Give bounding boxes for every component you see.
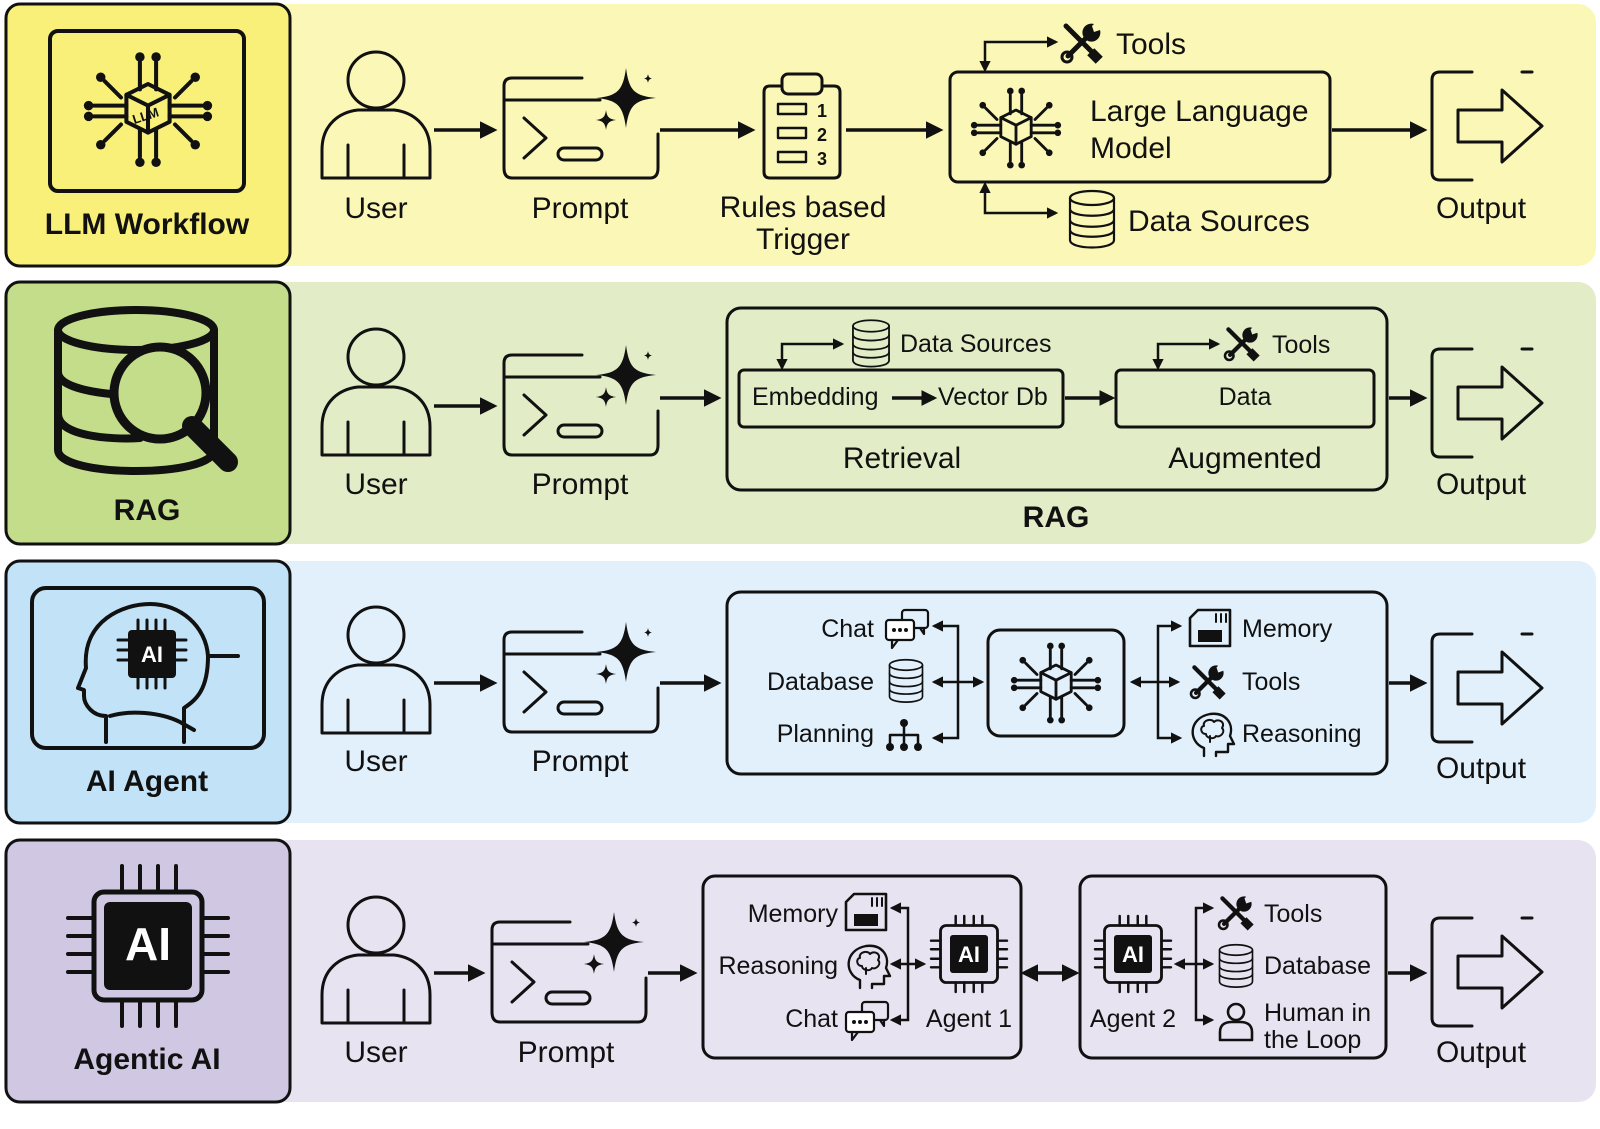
data-sources-label: Data Sources bbox=[1128, 205, 1310, 238]
svg-text:1: 1 bbox=[817, 101, 827, 121]
human-label-line2: the Loop bbox=[1264, 1026, 1361, 1054]
agent2-container bbox=[1078, 874, 1388, 1060]
model-label-line1: Large Language bbox=[1090, 95, 1309, 128]
vector-db-label: Vector Db bbox=[938, 383, 1048, 411]
agent1-label: Agent 1 bbox=[926, 1005, 1012, 1033]
agent-core-box bbox=[986, 628, 1126, 738]
user-label: User bbox=[344, 468, 407, 501]
agent1-chip-text: AI bbox=[958, 942, 980, 967]
agent-container bbox=[725, 590, 1389, 776]
prompt-label: Prompt bbox=[532, 468, 629, 501]
output-label: Output bbox=[1436, 468, 1527, 501]
agent2-chip-text: AI bbox=[1122, 942, 1144, 967]
user-label: User bbox=[344, 745, 407, 778]
row-band bbox=[4, 840, 1596, 1102]
memory-label: Memory bbox=[1242, 615, 1333, 643]
row-badge-panel bbox=[4, 2, 292, 268]
retrieval-box bbox=[737, 368, 1065, 429]
row-rag bbox=[4, 280, 1596, 546]
user-label: User bbox=[344, 192, 407, 225]
tools-link bbox=[979, 36, 1059, 73]
svg-text:3: 3 bbox=[817, 149, 827, 169]
agent2-label: Agent 2 bbox=[1090, 1005, 1176, 1033]
reasoning-label: Reasoning bbox=[718, 952, 838, 980]
prompt-label: Prompt bbox=[532, 192, 629, 225]
ai-head-icon: AI bbox=[30, 586, 266, 750]
tools-label: Tools bbox=[1242, 668, 1300, 696]
tools-label: Tools bbox=[1116, 28, 1186, 61]
outputs-bracket bbox=[1156, 620, 1183, 744]
ai-chip-text: AI bbox=[141, 642, 163, 667]
clipboard-icon: 1 2 3 bbox=[762, 72, 842, 180]
database-label: Database bbox=[767, 668, 874, 696]
augmented-label: Augmented bbox=[1168, 442, 1321, 475]
augmented-box bbox=[1114, 368, 1376, 429]
output-label: Output bbox=[1436, 752, 1527, 785]
trigger-label-line1: Rules based bbox=[720, 191, 887, 224]
rag-container bbox=[725, 306, 1389, 492]
row-title: LLM Workflow bbox=[45, 208, 250, 241]
trigger-label-line2: Trigger bbox=[756, 223, 850, 256]
output-label: Output bbox=[1436, 192, 1527, 225]
data-sources-link bbox=[776, 338, 845, 371]
prompt-label: Prompt bbox=[532, 745, 629, 778]
output-label: Output bbox=[1436, 1036, 1527, 1069]
data-sources-label: Data Sources bbox=[900, 330, 1051, 358]
row-title: RAG bbox=[114, 494, 181, 527]
model-label-line2: Model bbox=[1090, 132, 1172, 165]
tools-label: Tools bbox=[1272, 331, 1330, 359]
memory-label: Memory bbox=[748, 900, 839, 928]
row-badge-panel bbox=[4, 559, 292, 825]
row-title: AI Agent bbox=[86, 765, 208, 798]
ai-chip-text: AI bbox=[125, 918, 171, 970]
embedding-label: Embedding bbox=[752, 383, 878, 411]
tools-link bbox=[1152, 338, 1221, 371]
tools-label: Tools bbox=[1264, 900, 1322, 928]
row-title: Agentic AI bbox=[73, 1043, 220, 1076]
agent2-bracket bbox=[1194, 902, 1215, 1026]
chat-label: Chat bbox=[821, 615, 874, 643]
llm-model-box bbox=[948, 70, 1332, 184]
database-search-icon bbox=[54, 306, 238, 475]
svg-text:2: 2 bbox=[817, 125, 827, 145]
ai-chip-icon: AI bbox=[66, 864, 230, 1028]
reasoning-label: Reasoning bbox=[1242, 720, 1362, 748]
data-sources-link bbox=[979, 181, 1059, 219]
chat-label: Chat bbox=[785, 1005, 838, 1033]
rag-group-label: RAG bbox=[1023, 501, 1090, 534]
prompt-label: Prompt bbox=[518, 1036, 615, 1069]
planning-label: Planning bbox=[777, 720, 874, 748]
human-label-line1: Human in bbox=[1264, 999, 1371, 1027]
data-label: Data bbox=[1219, 383, 1272, 411]
retrieval-label: Retrieval bbox=[843, 442, 961, 475]
user-label: User bbox=[344, 1036, 407, 1069]
database-label: Database bbox=[1264, 952, 1371, 980]
